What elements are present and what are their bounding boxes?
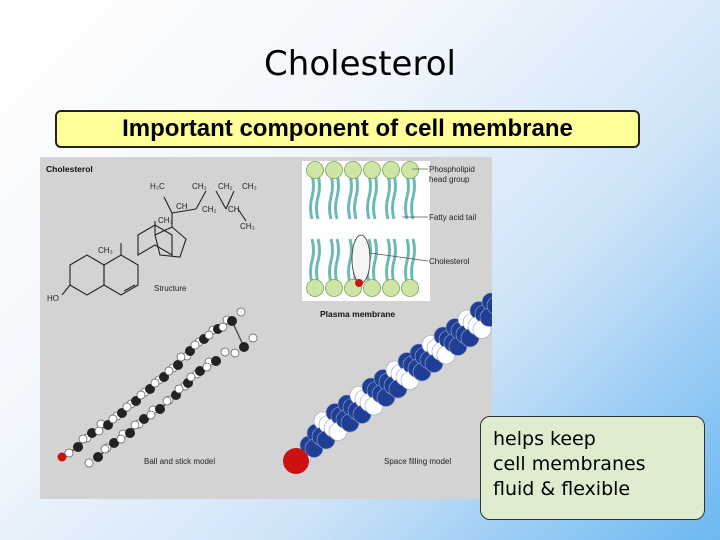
space-filling-model (283, 292, 492, 474)
phospholipid-head (325, 161, 343, 179)
carbon-atom (125, 428, 135, 438)
phospholipid-head (382, 161, 400, 179)
ball-and-stick-model (57, 307, 258, 468)
hydrogen-atom (130, 420, 140, 430)
callout-line-3: fluid & flexible (493, 478, 631, 500)
formula-ch2-b: CH₂ (218, 182, 233, 191)
hydrogen-atom (146, 410, 156, 420)
hydrogen-atom (176, 352, 186, 362)
hydrogen-atom (186, 372, 196, 382)
hydrogen-atom (108, 414, 118, 424)
label-membrane-cholesterol: Cholesterol (429, 257, 470, 266)
formula-ch3-c: CH₃ (158, 216, 173, 225)
hydrogen-atom (84, 458, 94, 468)
hydrogen-atom (174, 384, 184, 394)
plasma-membrane-diagram (302, 161, 430, 301)
carbon-atom (239, 342, 249, 352)
phospholipid-head (325, 279, 343, 297)
hydrogen-atom (162, 396, 172, 406)
carbon-atom (73, 442, 83, 452)
phospholipid-head (344, 161, 362, 179)
label-fatty-acid-tail: Fatty acid tail (429, 213, 476, 222)
phospholipid-head (401, 161, 419, 179)
hydrogen-atom (94, 426, 104, 436)
carbon-atom (173, 360, 183, 370)
plasma-membrane-label: Plasma membrane (320, 309, 395, 319)
panel-title: Cholesterol (46, 164, 93, 174)
formula-ho: HO (47, 294, 59, 303)
formula-ch3-a: CH₃ (242, 182, 257, 191)
hydrogen-atom (230, 348, 240, 358)
formula-h3c: H₃C (150, 182, 165, 191)
carbon-atom (109, 438, 119, 448)
carbon-atom (139, 414, 149, 424)
hydrogen-atom (220, 347, 230, 357)
carbon-atom (93, 452, 103, 462)
phospholipid-head (401, 279, 419, 297)
hydrogen-atom (100, 444, 110, 454)
label-head-group: head group (429, 175, 470, 184)
hydrogen-atom (116, 434, 126, 444)
subtitle-box: Important component of cell membrane (55, 110, 640, 148)
hydrogen-atom (202, 362, 212, 372)
carbon-atom (227, 316, 237, 326)
hydrogen-atom (218, 322, 228, 332)
carbon-atom (155, 404, 165, 414)
hydrogen-atom (190, 340, 200, 350)
hydrogen-atom (248, 333, 258, 343)
hydrogen-atom (204, 330, 214, 340)
carbon-atom (87, 428, 97, 438)
phospholipid-head (306, 161, 324, 179)
formula-ch-a: CH (176, 202, 188, 211)
hydrogen-atom (236, 307, 246, 317)
phospholipid-head (363, 161, 381, 179)
formula-ch-b: CH (228, 205, 240, 214)
structural-formula (61, 190, 247, 296)
phospholipid-head (382, 279, 400, 297)
carbon-sphere (486, 297, 492, 314)
phospholipid-head (363, 279, 381, 297)
formula-ch3-b: CH₃ (240, 222, 255, 231)
hydrogen-atom (122, 402, 132, 412)
callout-line-2: cell membranes (493, 453, 646, 475)
hydrogen-atom (136, 390, 146, 400)
hydrogen-atom (64, 448, 74, 458)
oxygen-sphere (283, 448, 309, 474)
slide-title: Cholesterol (264, 44, 456, 84)
structure-label: Structure (154, 284, 187, 293)
hydrogen-atom (78, 434, 88, 444)
hydrogen-atom (164, 366, 174, 376)
ball-stick-label: Ball and stick model (144, 457, 215, 466)
cholesterol-figure: Cholesterol H₃C CH₂ (40, 157, 492, 499)
carbon-atom (211, 356, 221, 366)
space-filling-label: Space filling model (384, 457, 451, 466)
formula-ch2-c: CH₂ (202, 205, 217, 214)
formula-ch2-a: CH₂ (192, 182, 207, 191)
label-phospholipid: Phospholipid (429, 165, 475, 174)
oxygen-atom (57, 452, 67, 462)
membrane-cholesterol (351, 234, 371, 287)
hydrogen-atom (150, 378, 160, 388)
phospholipid-head (306, 279, 324, 297)
callout-box: helps keep cell membranes fluid & flexib… (480, 416, 705, 520)
callout-line-1: helps keep (493, 428, 596, 450)
formula-ch3-d: CH₃ (98, 246, 113, 255)
carbon-atom (195, 366, 205, 376)
